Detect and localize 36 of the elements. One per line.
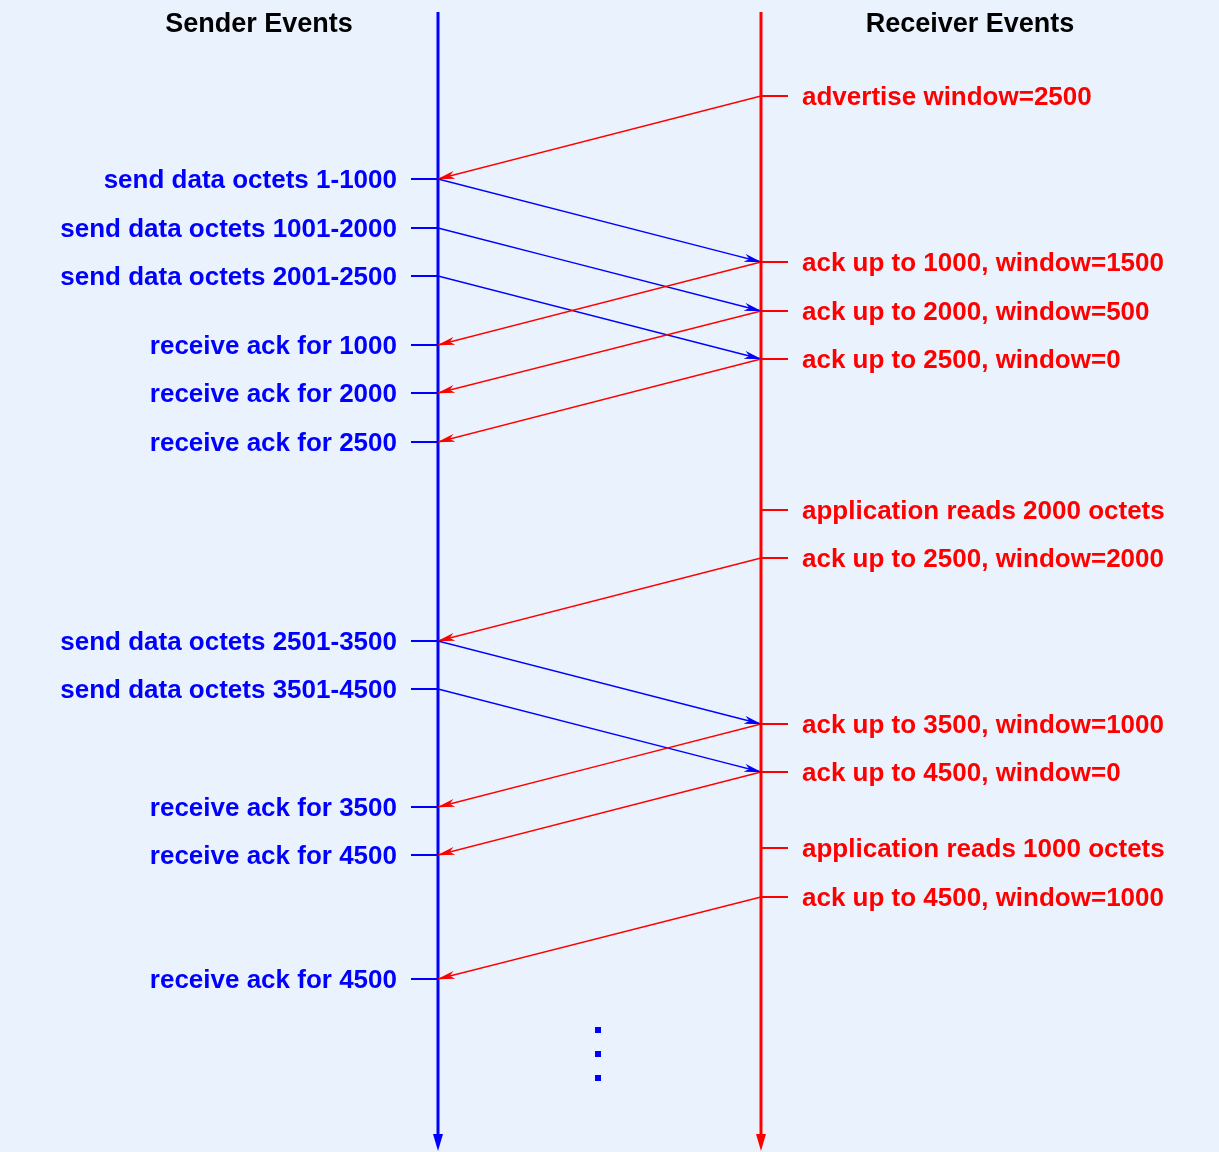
message-arrow: [437, 640, 762, 725]
event-text: receive ack for 2500: [149, 429, 397, 455]
event-text: ack up to 2500, window=0: [802, 346, 1121, 372]
event-text: receive ack for 1000: [149, 332, 397, 358]
message-arrow: [437, 896, 762, 980]
column-heading: Sender Events: [165, 10, 353, 37]
event-text: receive ack for 3500: [149, 794, 397, 820]
message-arrow: [437, 310, 762, 394]
event-text: send data octets 1-1000: [103, 166, 397, 192]
event-text: application reads 1000 octets: [802, 835, 1165, 861]
event-text: send data octets 3501-4500: [60, 676, 397, 702]
event-text: application reads 2000 octets: [802, 497, 1165, 523]
event-text: advertise window=2500: [802, 83, 1092, 109]
message-arrow: [437, 688, 762, 773]
event-text: receive ack for 2000: [149, 380, 397, 406]
message-arrow: [437, 771, 762, 856]
event-text: ack up to 2500, window=2000: [802, 545, 1164, 571]
event-text: receive ack for 4500: [149, 966, 397, 992]
event-text: ack up to 4500, window=1000: [802, 884, 1164, 910]
event-text: ack up to 2000, window=500: [802, 298, 1150, 324]
message-arrow: [437, 95, 762, 180]
message-arrow: [437, 261, 762, 346]
event-text: send data octets 2001-2500: [60, 263, 397, 289]
message-arrow: [437, 557, 762, 642]
event-text: ack up to 3500, window=1000: [802, 711, 1164, 737]
message-arrow: [437, 275, 762, 360]
message-arrow: [437, 178, 762, 263]
event-text: send data octets 1001-2000: [60, 215, 397, 241]
event-text: ack up to 1000, window=1500: [802, 249, 1164, 275]
message-arrow: [437, 358, 762, 443]
event-text: receive ack for 4500: [149, 842, 397, 868]
event-text: send data octets 2501-3500: [60, 628, 397, 654]
message-arrow: [437, 723, 762, 808]
message-arrow: [437, 227, 762, 312]
column-heading: Receiver Events: [865, 10, 1075, 37]
event-text: ack up to 4500, window=0: [802, 759, 1121, 785]
